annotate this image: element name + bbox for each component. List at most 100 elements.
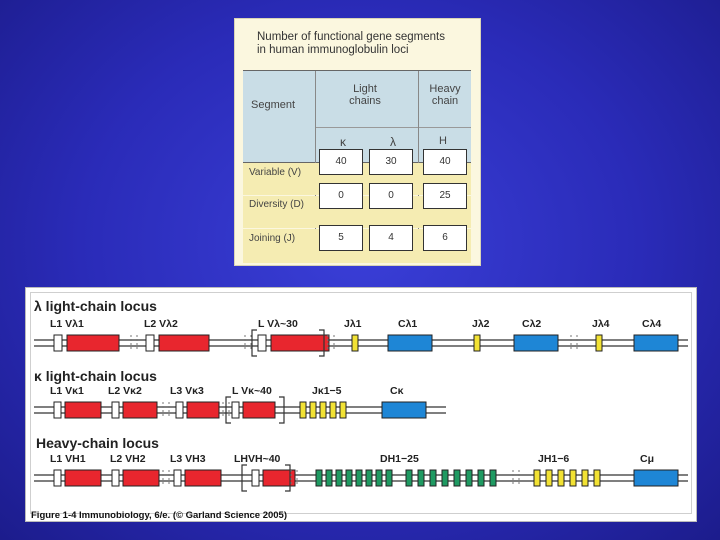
- d-segment: [315, 469, 323, 487]
- heavy-chain-header: Heavy chain: [429, 83, 461, 107]
- table-header-band: [243, 71, 471, 163]
- d-segment: [453, 469, 461, 487]
- segment-header: Segment: [251, 99, 296, 111]
- j-segment: [569, 469, 577, 487]
- j-segment: [545, 469, 553, 487]
- d-segment: [417, 469, 425, 487]
- bracket: [319, 329, 325, 357]
- segment-label: Jλ4: [592, 318, 610, 330]
- d-segment: [477, 469, 485, 487]
- j-segment: [557, 469, 565, 487]
- table-value: 0: [319, 183, 363, 209]
- table-value: 30: [369, 149, 413, 175]
- leader-segment: [111, 401, 120, 419]
- gene-segment-table: Number of functional gene segments in hu…: [234, 18, 481, 266]
- segment-label: Jκ1−5: [312, 385, 342, 397]
- j-segment: [581, 469, 589, 487]
- v-segment: [122, 401, 158, 419]
- segment-label: Jλ1: [344, 318, 362, 330]
- c-segment: [633, 469, 679, 487]
- d-segment: [355, 469, 363, 487]
- locus-diagram: λ light-chain locus κ light-chain locus …: [25, 287, 697, 522]
- j-segment: [351, 334, 359, 352]
- c-segment: [381, 401, 427, 419]
- v-segment: [64, 401, 102, 419]
- table-value: 5: [319, 225, 363, 251]
- v-segment: [64, 469, 102, 487]
- d-segment: [465, 469, 473, 487]
- d-segment: [325, 469, 333, 487]
- kappa-header: κ: [340, 135, 346, 149]
- segment-label: L3 VH3: [170, 453, 206, 465]
- row-label: Variable (V): [249, 167, 302, 178]
- j-segment: [329, 401, 337, 419]
- segment-label: L Vλ~30: [258, 318, 298, 330]
- segment-label: L2 Vλ2: [144, 318, 178, 330]
- c-segment: [387, 334, 433, 352]
- leader-segment: [175, 401, 184, 419]
- d-segment: [375, 469, 383, 487]
- table-value: 4: [369, 225, 413, 251]
- leader-segment: [53, 401, 62, 419]
- light-chains-header: Light chains: [349, 83, 381, 107]
- v-segment: [262, 469, 296, 487]
- kappa-locus-title: κ light-chain locus: [34, 368, 157, 384]
- c-segment: [633, 334, 679, 352]
- segment-label: Cλ2: [522, 318, 542, 330]
- lambda-locus-title: λ light-chain locus: [34, 298, 157, 314]
- segment-label: Cκ: [390, 385, 404, 397]
- j-segment: [339, 401, 347, 419]
- segment-label: Cμ: [640, 453, 655, 465]
- segment-label: JH1−6: [538, 453, 570, 465]
- j-segment: [299, 401, 307, 419]
- leader-segment: [231, 401, 240, 419]
- segment-label: L2 VH2: [110, 453, 146, 465]
- heavy-locus-title: Heavy-chain locus: [36, 435, 159, 451]
- row-label: Joining (J): [249, 233, 296, 244]
- figure-caption: Figure 1-4 Immunobiology, 6/e. (© Garlan…: [31, 510, 288, 521]
- leader-segment: [173, 469, 182, 487]
- segment-label: L1 Vλ1: [50, 318, 84, 330]
- segment-label: DH1−25: [380, 453, 419, 465]
- segment-label: L2 Vκ2: [108, 385, 142, 397]
- lambda-header: λ: [390, 135, 396, 149]
- divider: [315, 127, 471, 128]
- divider: [243, 70, 471, 71]
- table-value: 6: [423, 225, 467, 251]
- segment-label: Jλ2: [472, 318, 490, 330]
- leader-segment: [53, 469, 62, 487]
- j-segment: [533, 469, 541, 487]
- v-segment: [158, 334, 210, 352]
- bracket: [225, 396, 231, 424]
- d-segment: [429, 469, 437, 487]
- table-value: 25: [423, 183, 467, 209]
- j-segment: [593, 469, 601, 487]
- row-label: Diversity (D): [249, 199, 304, 210]
- v-segment: [122, 469, 160, 487]
- segment-label: L3 Vκ3: [170, 385, 204, 397]
- v-segment: [270, 334, 330, 352]
- v-segment: [184, 469, 222, 487]
- d-segment: [385, 469, 393, 487]
- bracket: [241, 464, 247, 492]
- leader-segment: [251, 469, 260, 487]
- j-segment: [319, 401, 327, 419]
- diagram-frame: [30, 292, 692, 514]
- table-value: 40: [319, 149, 363, 175]
- table-value: 0: [369, 183, 413, 209]
- segment-label: Cλ4: [642, 318, 662, 330]
- d-segment: [365, 469, 373, 487]
- bracket: [251, 329, 257, 357]
- bracket: [285, 464, 291, 492]
- d-segment: [345, 469, 353, 487]
- locus-tracks: [34, 329, 688, 492]
- j-segment: [309, 401, 317, 419]
- segment-label: Cλ1: [398, 318, 418, 330]
- c-segment: [513, 334, 559, 352]
- d-segment: [335, 469, 343, 487]
- segment-label: L1 VH1: [50, 453, 86, 465]
- j-segment: [595, 334, 603, 352]
- table-title: Number of functional gene segments in hu…: [257, 31, 445, 56]
- v-segment: [66, 334, 120, 352]
- v-segment: [186, 401, 220, 419]
